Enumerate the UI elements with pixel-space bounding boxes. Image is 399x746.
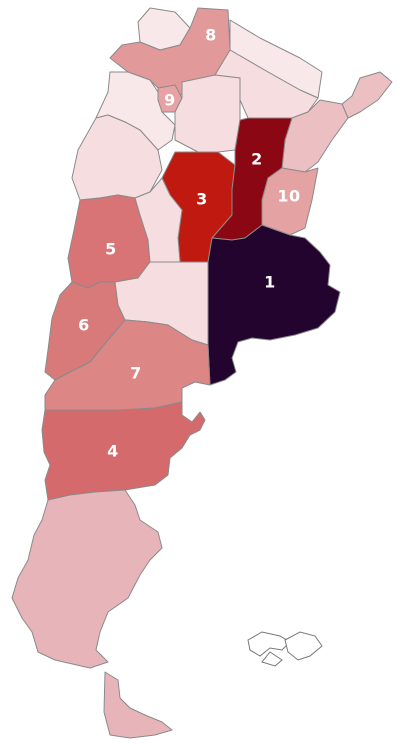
province-tierra-del-fuego <box>103 671 173 739</box>
rank-label-san-juan: 5 <box>105 240 117 259</box>
rank-label-entre-rios: 10 <box>277 187 300 206</box>
rank-label-buenos-aires: 1 <box>264 273 276 292</box>
rank-label-tucuman: 9 <box>164 91 176 110</box>
province-entre-rios <box>261 167 319 236</box>
rank-label-mendoza: 6 <box>78 316 90 335</box>
province-santiago-del-estero <box>174 74 241 153</box>
province-chubut <box>41 401 206 501</box>
province-santa-cruz <box>11 489 163 669</box>
rank-label-neuquen-rio-negro: 7 <box>130 364 142 383</box>
province-san-luis <box>134 177 183 263</box>
province-misiones <box>341 71 393 119</box>
islands-malvinas <box>247 631 323 667</box>
rank-label-cordoba: 3 <box>196 190 208 209</box>
province-buenos-aires <box>207 224 341 386</box>
rank-label-chubut: 4 <box>107 442 119 461</box>
rank-label-santa-fe: 2 <box>251 150 263 169</box>
rank-labels: 1 2 3 4 5 6 7 8 9 10 <box>78 26 300 461</box>
rank-label-salta: 8 <box>205 26 217 45</box>
